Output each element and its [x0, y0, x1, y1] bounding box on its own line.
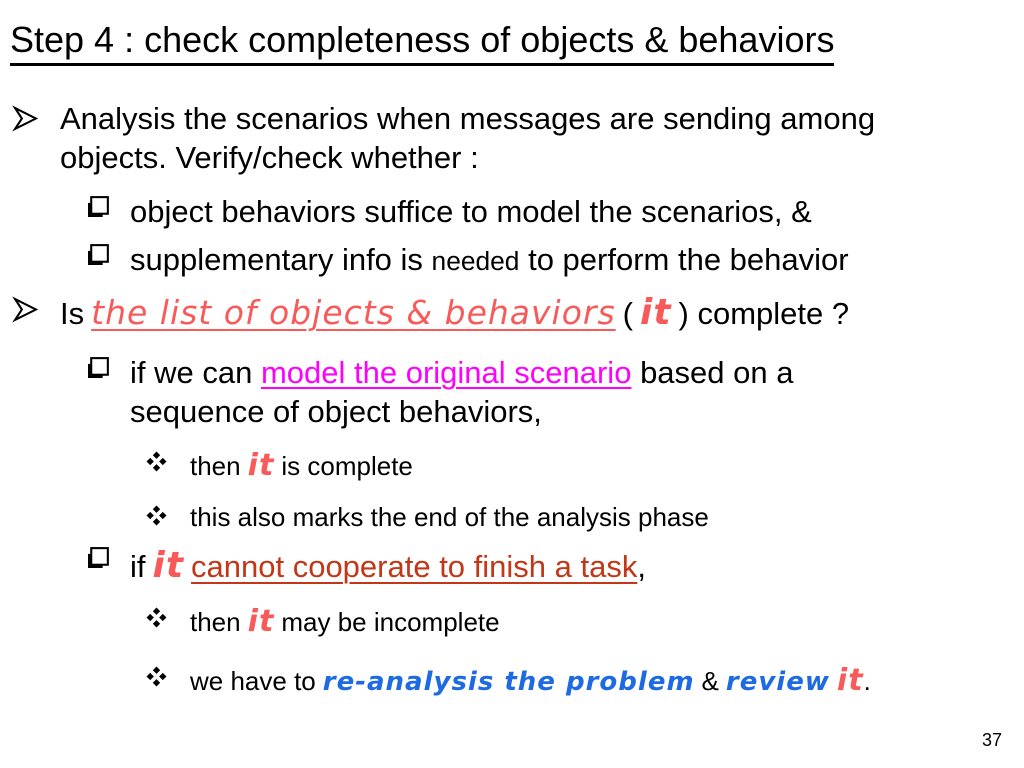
text-segment: (: [622, 296, 633, 331]
list-item-text: Analysis the scenarios when messages are…: [60, 101, 876, 176]
text-segment: &: [701, 666, 719, 696]
arrow-bullet-icon: [12, 105, 39, 137]
list-item: if we can model the original scenario ba…: [0, 353, 1024, 432]
highlight-red-phrase: the list of objects & behaviors: [91, 293, 616, 332]
text-segment: .: [863, 666, 871, 696]
highlight-it-word: it: [152, 545, 185, 586]
list-item-text: supplementary info is needed to perform …: [130, 240, 849, 279]
text-segment: may be incomplete: [281, 607, 500, 637]
slide-page-number: 37: [981, 730, 1002, 750]
highlight-magenta-phrase: model the original scenario: [260, 355, 632, 390]
text-segment-small: needed: [431, 246, 520, 276]
text-segment: if: [130, 549, 146, 584]
list-item: Analysis the scenarios when messages are…: [0, 99, 1024, 178]
list-item-text: if we can model the original scenario ba…: [130, 353, 920, 432]
page-title-text: Step 4 : check completeness of objects &…: [10, 20, 835, 66]
page-title: Step 4 : check completeness of objects &…: [10, 20, 835, 66]
diamond-bullet-icon: [146, 607, 167, 633]
list-item-text: object behaviors suffice to model the sc…: [130, 194, 812, 229]
text-segment: supplementary info is: [130, 242, 432, 277]
highlight-blue-phrase: re-analysis the problem: [322, 667, 695, 697]
highlight-it-word: it: [247, 604, 275, 639]
square-bullet-icon: [85, 355, 112, 387]
square-bullet-icon: [85, 242, 112, 274]
highlight-it-word: it: [640, 292, 672, 333]
text-segment: Is: [60, 296, 85, 331]
list-item: object behaviors suffice to model the sc…: [0, 192, 1024, 231]
text-segment: then: [190, 607, 241, 637]
arrow-bullet-icon: [12, 296, 39, 328]
text-segment: ,: [637, 549, 646, 584]
text-segment: ) complete ?: [678, 296, 850, 331]
list-item: this also marks the end of the analysis …: [0, 501, 1024, 534]
text-segment: to perform the behavior: [519, 242, 849, 277]
highlight-brick-phrase: cannot cooperate to finish a task: [191, 549, 638, 584]
highlight-it-word: it: [247, 448, 275, 483]
diamond-bullet-icon: [146, 666, 167, 692]
highlight-it-word: it: [836, 663, 864, 698]
text-segment: we have to: [190, 666, 316, 696]
highlight-blue-word: review: [725, 667, 830, 697]
square-bullet-icon: [85, 545, 112, 577]
text-segment: if we can: [130, 355, 261, 390]
diamond-bullet-icon: [146, 505, 167, 531]
text-segment: is complete: [281, 451, 413, 481]
list-item: supplementary info is needed to perform …: [0, 240, 1024, 279]
text-segment: then: [190, 451, 241, 481]
square-bullet-icon: [85, 194, 112, 226]
list-item-text: this also marks the end of the analysis …: [190, 502, 709, 532]
diamond-bullet-icon: [146, 451, 167, 477]
text-segment: based on a sequence of object behaviors,: [130, 355, 794, 430]
